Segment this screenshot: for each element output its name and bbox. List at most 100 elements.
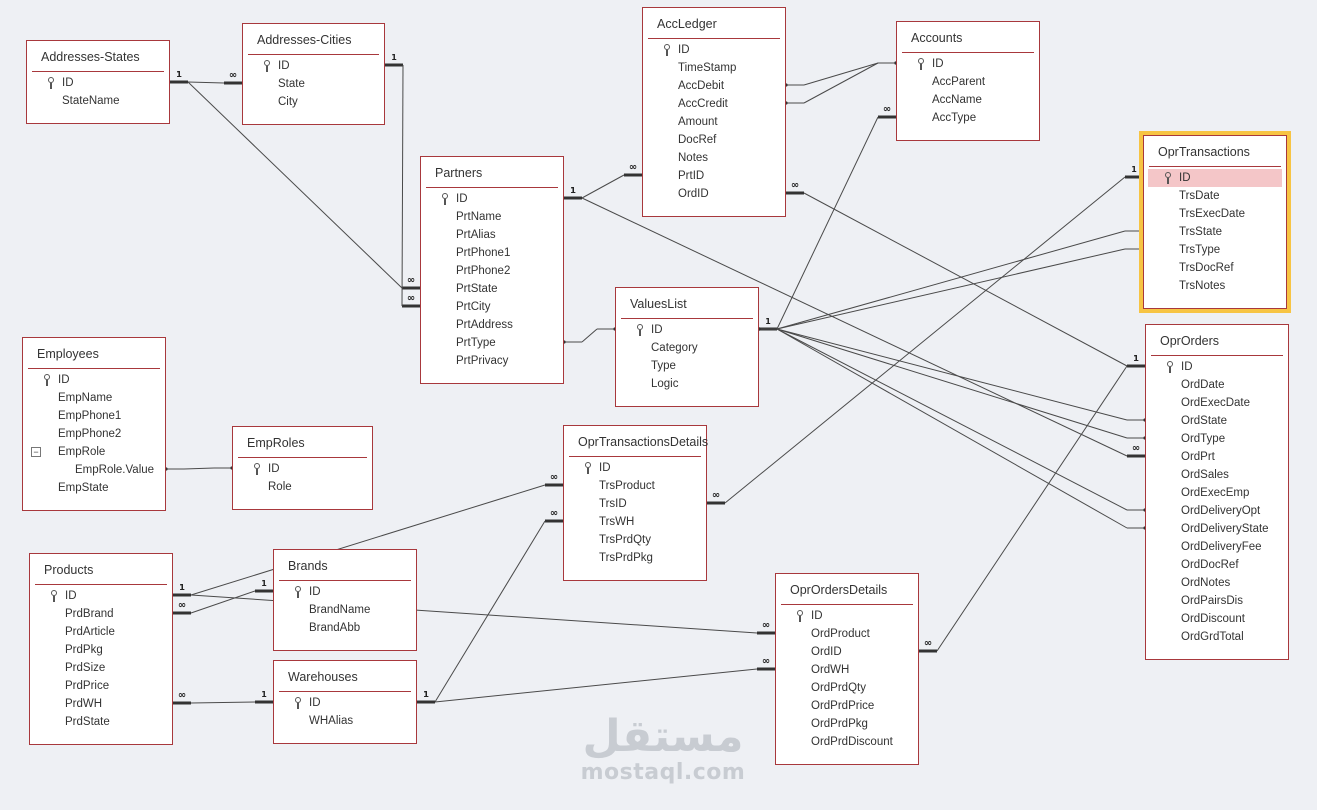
table-title[interactable]: Products [35, 554, 167, 585]
field-trswh[interactable]: TrsWH [564, 513, 706, 531]
field-notes[interactable]: Notes [643, 149, 785, 167]
field-prdpkg[interactable]: PrdPkg [30, 641, 172, 659]
field-orddeliveryopt[interactable]: OrdDeliveryOpt [1146, 502, 1288, 520]
field-emprole[interactable]: −EmpRole [23, 443, 165, 461]
table-title[interactable]: Addresses-States [32, 41, 164, 72]
field-state[interactable]: State [243, 75, 384, 93]
field-trsprdpkg[interactable]: TrsPrdPkg [564, 549, 706, 567]
field-orddocref[interactable]: OrdDocRef [1146, 556, 1288, 574]
field-ordprt[interactable]: OrdPrt [1146, 448, 1288, 466]
field-prdarticle[interactable]: PrdArticle [30, 623, 172, 641]
field-ordprdpkg[interactable]: OrdPrdPkg [776, 715, 918, 733]
field-accparent[interactable]: AccParent [897, 73, 1039, 91]
field-prtstate[interactable]: PrtState [421, 280, 563, 298]
table-title[interactable]: EmpRoles [238, 427, 367, 458]
field-id[interactable]: ID [421, 190, 563, 208]
table-title[interactable]: Partners [426, 157, 558, 188]
collapse-toggle-icon[interactable]: − [31, 447, 41, 457]
field-prdprice[interactable]: PrdPrice [30, 677, 172, 695]
field-ordexecdate[interactable]: OrdExecDate [1146, 394, 1288, 412]
field-prtname[interactable]: PrtName [421, 208, 563, 226]
field-id[interactable]: ID [897, 55, 1039, 73]
field-ordprdqty[interactable]: OrdPrdQty [776, 679, 918, 697]
table-title[interactable]: Addresses-Cities [248, 24, 379, 55]
field-trsdocref[interactable]: TrsDocRef [1144, 259, 1286, 277]
field-prdstate[interactable]: PrdState [30, 713, 172, 731]
field-emprole-value[interactable]: EmpRole.Value [23, 461, 165, 479]
table-title[interactable]: OprOrdersDetails [781, 574, 913, 605]
field-trsdate[interactable]: TrsDate [1144, 187, 1286, 205]
field-id[interactable]: ID [27, 74, 169, 92]
table-title[interactable]: Employees [28, 338, 160, 369]
field-whalias[interactable]: WHAlias [274, 712, 416, 730]
field-amount[interactable]: Amount [643, 113, 785, 131]
field-id[interactable]: ID [776, 607, 918, 625]
field-id[interactable]: ID [1146, 358, 1288, 376]
field-category[interactable]: Category [616, 339, 758, 357]
field-id[interactable]: ID [243, 57, 384, 75]
table-title[interactable]: OprTransactions [1149, 136, 1281, 167]
field-id[interactable]: ID [616, 321, 758, 339]
field-trsstate[interactable]: TrsState [1144, 223, 1286, 241]
field-trsid[interactable]: TrsID [564, 495, 706, 513]
field-brandname[interactable]: BrandName [274, 601, 416, 619]
field-acctype[interactable]: AccType [897, 109, 1039, 127]
field-empname[interactable]: EmpName [23, 389, 165, 407]
field-trsnotes[interactable]: TrsNotes [1144, 277, 1286, 295]
field-city[interactable]: City [243, 93, 384, 111]
field-ordid[interactable]: OrdID [776, 643, 918, 661]
field-accdebit[interactable]: AccDebit [643, 77, 785, 95]
field-ordwh[interactable]: OrdWH [776, 661, 918, 679]
field-empstate[interactable]: EmpState [23, 479, 165, 497]
table-title[interactable]: Warehouses [279, 661, 411, 692]
field-ordpairsdis[interactable]: OrdPairsDis [1146, 592, 1288, 610]
field-ordid[interactable]: OrdID [643, 185, 785, 203]
field-prtphone1[interactable]: PrtPhone1 [421, 244, 563, 262]
field-ordgrdtotal[interactable]: OrdGrdTotal [1146, 628, 1288, 646]
field-trsexecdate[interactable]: TrsExecDate [1144, 205, 1286, 223]
field-prdwh[interactable]: PrdWH [30, 695, 172, 713]
field-id[interactable]: ID [564, 459, 706, 477]
field-id[interactable]: ID [30, 587, 172, 605]
table-title[interactable]: Brands [279, 550, 411, 581]
field-ordproduct[interactable]: OrdProduct [776, 625, 918, 643]
field-statename[interactable]: StateName [27, 92, 169, 110]
field-prtprivacy[interactable]: PrtPrivacy [421, 352, 563, 370]
field-prtcity[interactable]: PrtCity [421, 298, 563, 316]
field-accname[interactable]: AccName [897, 91, 1039, 109]
field-ordnotes[interactable]: OrdNotes [1146, 574, 1288, 592]
field-prdbrand[interactable]: PrdBrand [30, 605, 172, 623]
field-role[interactable]: Role [233, 478, 372, 496]
field-orddiscount[interactable]: OrdDiscount [1146, 610, 1288, 628]
field-trsprdqty[interactable]: TrsPrdQty [564, 531, 706, 549]
field-docref[interactable]: DocRef [643, 131, 785, 149]
field-ordsales[interactable]: OrdSales [1146, 466, 1288, 484]
field-orddeliveryfee[interactable]: OrdDeliveryFee [1146, 538, 1288, 556]
field-acccredit[interactable]: AccCredit [643, 95, 785, 113]
field-prttype[interactable]: PrtType [421, 334, 563, 352]
field-id[interactable]: ID [643, 41, 785, 59]
field-ordexecemp[interactable]: OrdExecEmp [1146, 484, 1288, 502]
field-id[interactable]: ID [23, 371, 165, 389]
field-brandabb[interactable]: BrandAbb [274, 619, 416, 637]
field-prtaddress[interactable]: PrtAddress [421, 316, 563, 334]
field-prtalias[interactable]: PrtAlias [421, 226, 563, 244]
table-title[interactable]: OprTransactionsDetails [569, 426, 708, 457]
field-prtphone2[interactable]: PrtPhone2 [421, 262, 563, 280]
field-timestamp[interactable]: TimeStamp [643, 59, 785, 77]
field-prtid[interactable]: PrtID [643, 167, 785, 185]
field-id[interactable]: ID [233, 460, 372, 478]
table-title[interactable]: ValuesList [621, 288, 753, 319]
